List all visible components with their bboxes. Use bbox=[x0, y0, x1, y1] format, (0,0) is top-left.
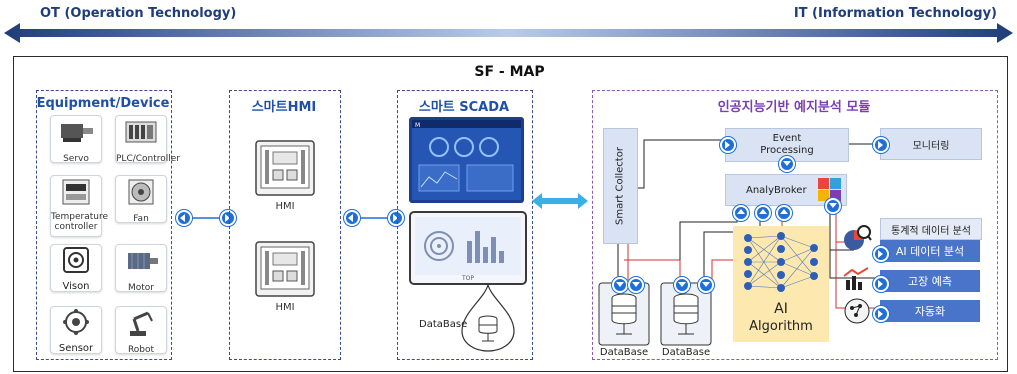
fan-label: Fan bbox=[133, 214, 149, 224]
analy-broker-label: AnalyBroker bbox=[746, 184, 807, 196]
ai-database-1-label: DataBase bbox=[599, 347, 649, 358]
ot-it-arrow bbox=[4, 23, 1013, 43]
hmi-2-device bbox=[255, 241, 315, 297]
failure-prediction-in-dot bbox=[873, 276, 889, 292]
equipment-panel bbox=[36, 90, 172, 360]
scada-dashboard-screen[interactable]: M bbox=[409, 117, 524, 203]
temperature-controller-icon bbox=[62, 179, 90, 205]
ai-database-1 bbox=[598, 282, 650, 346]
equipment-connector-right-dot bbox=[220, 210, 236, 226]
sensor-tile: Sensor bbox=[50, 306, 102, 354]
db1-in-dot-1 bbox=[612, 277, 628, 293]
event-processing-label: Event Processing bbox=[760, 133, 814, 156]
smart-collector-box[interactable]: Smart Collector bbox=[603, 128, 638, 244]
broker-up-dot-1 bbox=[733, 205, 749, 221]
svg-text:M: M bbox=[415, 122, 420, 129]
analytics-icon bbox=[844, 225, 872, 250]
event-processing-down-dot bbox=[779, 156, 795, 172]
vision-tile: Vison bbox=[50, 244, 102, 292]
temperature-controller-label: Temperature controller bbox=[51, 212, 109, 232]
prediction-chart-icon bbox=[843, 267, 869, 290]
scada-ai-double-arrow bbox=[532, 193, 588, 209]
broker-out-dot bbox=[825, 198, 841, 214]
neural-network-icon bbox=[744, 232, 818, 292]
stats-header-box: 통계적 데이터 분석 bbox=[880, 218, 982, 240]
robot-icon bbox=[130, 311, 153, 336]
it-label: IT (Information Technology) bbox=[793, 6, 997, 21]
ai-module-panel bbox=[592, 90, 998, 360]
db1-in-dot-2 bbox=[628, 277, 644, 293]
automation-box[interactable]: 자동화 bbox=[880, 300, 980, 322]
automation-in-dot bbox=[873, 306, 889, 322]
hmi-1-device bbox=[255, 140, 315, 196]
servo-tile: Servo bbox=[50, 115, 102, 164]
failure-prediction-box[interactable]: 고장 예측 bbox=[880, 270, 980, 292]
servo-label: Servo bbox=[63, 154, 89, 164]
ai-data-analysis-in-dot bbox=[873, 246, 889, 262]
scada-panel bbox=[397, 90, 533, 360]
scada-title: 스마트 SCADA bbox=[418, 100, 510, 115]
sensor-label: Sensor bbox=[58, 343, 94, 354]
monitoring-box[interactable]: 모니터링 bbox=[880, 128, 982, 160]
temperature-controller-tile: Temperature controller bbox=[50, 175, 109, 237]
db2-in-dot-2 bbox=[698, 277, 714, 293]
sensor-icon bbox=[63, 309, 89, 335]
motor-icon bbox=[128, 253, 158, 269]
db2-in-dot-1 bbox=[674, 277, 690, 293]
ai-label-1: AI bbox=[774, 301, 788, 317]
stats-header-label: 통계적 데이터 분석 bbox=[891, 225, 971, 237]
ai-database-2 bbox=[660, 282, 712, 346]
monitoring-in-dot bbox=[873, 137, 889, 153]
servo-icon bbox=[61, 124, 93, 142]
ot-label: OT (Operation Technology) bbox=[40, 6, 237, 21]
monitoring-label: 모니터링 bbox=[912, 140, 950, 152]
equipment-title: Equipment/Device bbox=[36, 96, 170, 111]
hmi-connector-left-dot bbox=[344, 210, 360, 226]
motor-tile: Motor bbox=[115, 244, 167, 293]
scada-monitor[interactable] bbox=[409, 211, 527, 285]
ai-label-2: Algorithm bbox=[749, 319, 813, 334]
plc-icon bbox=[125, 121, 157, 143]
event-processing-in-dot bbox=[720, 137, 736, 153]
automation-ai-head-icon bbox=[844, 298, 870, 324]
hmi-connector-right-dot bbox=[388, 210, 404, 226]
robot-label: Robot bbox=[127, 345, 155, 355]
ai-module-title: 인공지능기반 예지분석 모듈 bbox=[717, 100, 871, 115]
scada-monitor-brand: TOP bbox=[461, 275, 474, 282]
ai-data-analysis-box[interactable]: AI 데이터 분석 bbox=[880, 240, 980, 262]
vision-icon bbox=[63, 247, 89, 273]
fan-tile: Fan bbox=[115, 175, 167, 224]
plc-label: PLC/Controller bbox=[116, 154, 181, 164]
hmi-panel bbox=[229, 90, 341, 360]
hmi-2-label: HMI bbox=[275, 302, 295, 313]
ai-database-2-label: DataBase bbox=[661, 347, 711, 358]
hmi-title: 스마트HMI bbox=[251, 100, 317, 115]
smart-collector-label: Smart Collector bbox=[614, 147, 626, 225]
fan-icon bbox=[128, 179, 154, 205]
motor-label: Motor bbox=[127, 283, 154, 293]
map-title: SF - MAP bbox=[474, 64, 545, 80]
equipment-connector-left-dot bbox=[176, 210, 192, 226]
broker-up-dot-2 bbox=[755, 205, 771, 221]
plc-tile: PLC/Controller bbox=[115, 115, 181, 164]
scada-database-label: DataBase bbox=[419, 319, 468, 330]
hmi-1-label: HMI bbox=[275, 201, 295, 212]
robot-tile: Robot bbox=[115, 306, 167, 355]
broker-up-dot-3 bbox=[776, 205, 792, 221]
puzzle-icon bbox=[818, 178, 841, 201]
vision-label: Vison bbox=[62, 281, 90, 292]
scada-database-drop bbox=[461, 283, 515, 352]
